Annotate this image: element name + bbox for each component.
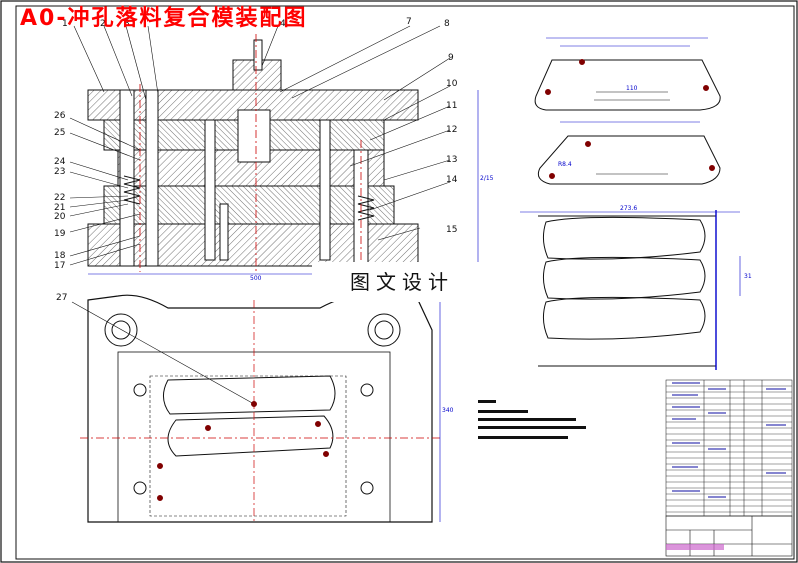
part-19: 19 [54,229,66,239]
part-21: 21 [54,203,65,213]
part-2: 2 [100,19,106,29]
parts-list [665,379,793,517]
part-26: 26 [54,111,66,121]
part-12: 12 [446,125,457,135]
part-22: 22 [54,193,65,203]
title-block [665,515,793,557]
watermark: 图文设计 [312,262,492,302]
part-18: 18 [54,251,66,261]
part-9: 9 [448,53,454,63]
part-4: 4 [280,19,286,29]
part-27: 27 [56,293,67,303]
inner-frame [15,5,795,560]
part-24: 24 [54,157,66,167]
parts-list-text-marks [672,382,786,498]
detail-dim-b: R8.4 [558,161,572,168]
dim-height: 2/15 [480,175,494,182]
detail-view-lower [537,121,721,185]
parts-list-rows [666,385,792,513]
detail-view-upper [534,37,721,111]
part-17: 17 [54,261,65,271]
part-7: 7 [406,17,412,27]
dim-bottom: 500 [250,275,262,282]
strip-width: 31 [744,273,752,280]
part-3: 3 [124,19,130,29]
part-10: 10 [446,79,458,89]
part-15: 15 [446,225,457,235]
plan-view [71,294,441,523]
section-view: 500 2/15 [54,17,494,282]
part-20: 20 [54,212,66,222]
part-25: 25 [54,128,65,138]
strip-layout [520,210,741,370]
part-23: 23 [54,167,65,177]
part-8: 8 [444,19,450,29]
dim-plan-side: 340 [442,407,454,414]
technical-notes [478,400,586,439]
part-11: 11 [446,101,457,111]
part-1: 1 [62,19,68,29]
part-13: 13 [446,155,457,165]
drawing-title: A0-冲孔落料复合模装配图 [20,6,308,31]
detail-dim-a: 110 [626,85,638,92]
strip-pitch: 273.6 [620,205,637,212]
part-14: 14 [446,175,458,185]
